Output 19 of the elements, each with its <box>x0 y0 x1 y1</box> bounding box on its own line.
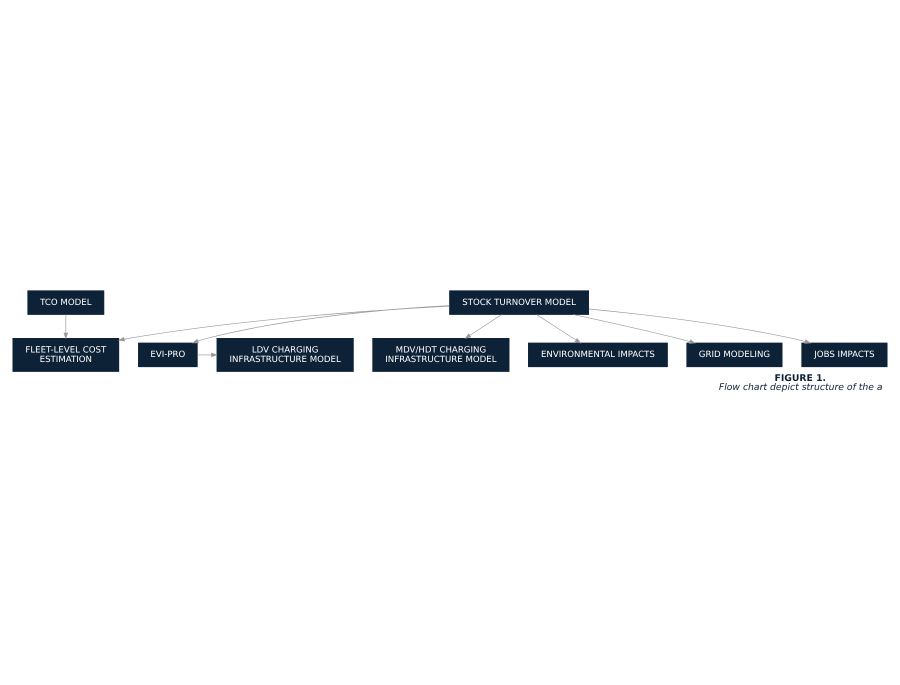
node-box: LDV CHARGING INFRASTRUCTURE MODEL <box>216 338 354 372</box>
arrow <box>572 314 696 344</box>
arrow <box>64 314 68 339</box>
node-box: ENVIRONMENTAL IMPACTS <box>528 342 668 367</box>
node-box: EVI-PRO <box>138 342 198 367</box>
arrow <box>536 314 582 344</box>
arrow <box>464 314 502 338</box>
node-box: MDV/HDT CHARGING INFRASTRUCTURE MODEL <box>372 338 510 372</box>
caption: Flow chart depict structure of the a <box>718 382 883 393</box>
arrow <box>197 352 218 357</box>
node-box: TCO MODEL <box>27 290 104 314</box>
diagram-title: FIGURE 1. <box>774 372 826 384</box>
node-box: JOBS IMPACTS <box>801 342 888 367</box>
node-box: FLEET-LEVEL COST ESTIMATION <box>12 338 120 372</box>
node-box: STOCK TURNOVER MODEL <box>449 290 589 314</box>
arrow <box>118 305 450 341</box>
node-box: GRID MODELING <box>686 342 782 367</box>
arrow <box>588 308 812 344</box>
arrow <box>192 304 450 343</box>
